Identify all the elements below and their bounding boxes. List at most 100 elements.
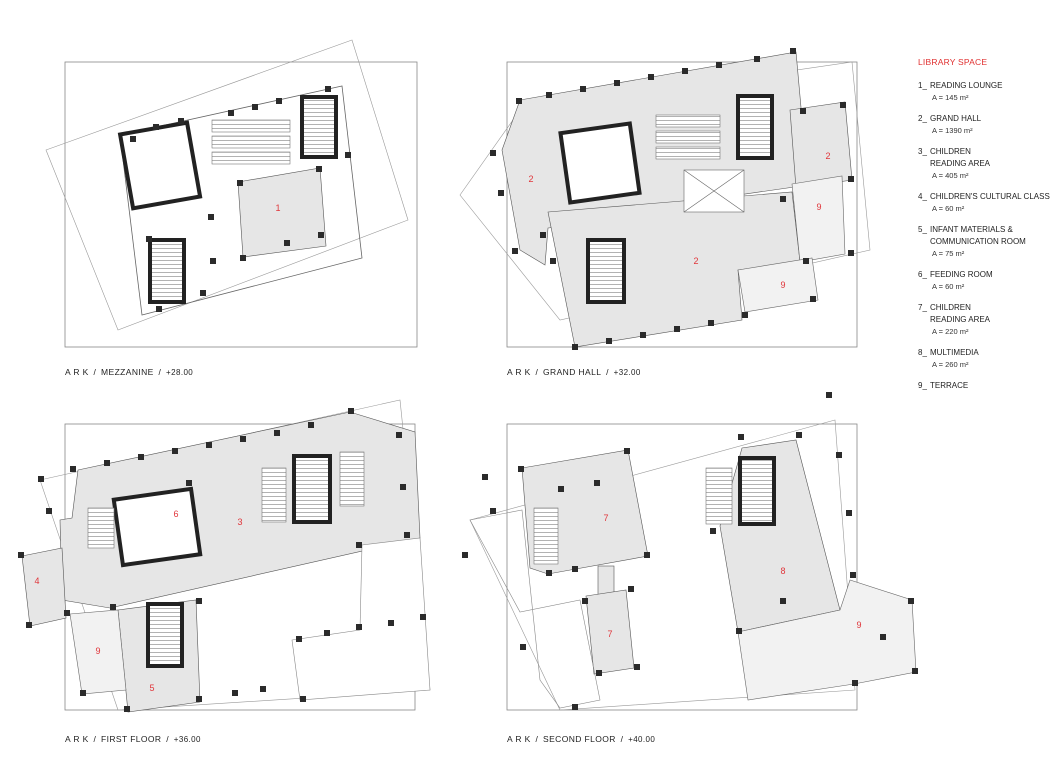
stair-core [300,95,338,159]
caption-prefix: A R K [507,367,531,377]
caption-name: SECOND FLOOR [543,734,616,744]
escalators [211,119,291,165]
atrium-void [683,169,745,213]
legend-item-name: CHILDREN READING AREA [930,147,991,168]
stair-core [148,238,186,304]
bridge [597,565,615,597]
columns [18,408,426,712]
legend-item: 5_INFANT MATERIALS & COMMUNICATION ROOM … [918,224,1057,260]
plan-caption-grand-hall: A R K / GRAND HALL / +32.00 [507,367,641,377]
escalators [655,114,721,160]
caption-level: +36.00 [173,735,201,744]
room-label: 7 [603,513,608,523]
room-cultural-class [21,547,67,627]
legend-item-name: CHILDREN READING AREA [930,303,991,324]
legend-item-name: GRAND HALL [930,114,982,123]
caption-level: +28.00 [166,368,194,377]
legend-item: 8_MULTIMEDIA A = 260 m² [918,347,1057,371]
legend-item: 6_FEEDING ROOM A = 60 m² [918,269,1057,293]
caption-name: MEZZANINE [101,367,154,377]
room-label: 2 [693,256,698,266]
room-label: 9 [780,280,785,290]
legend-item-name: MULTIMEDIA [930,348,979,357]
legend-item: 4_CHILDREN'S CULTURAL CLASS A = 60 m² [918,191,1057,215]
legend-item: 1_READING LOUNGE A = 145 m² [918,80,1057,104]
caption-name: GRAND HALL [543,367,602,377]
plan-caption-mezzanine: A R K / MEZZANINE / +28.00 [65,367,194,377]
stairs [87,451,365,549]
caption-prefix: A R K [65,734,89,744]
outline-upper [469,419,856,711]
stair-core [738,456,776,526]
outline-upper [459,61,871,321]
legend: LIBRARY SPACE 1_READING LOUNGE A = 145 m… [918,57,1057,401]
plan-second-floor: 7 7 8 9 [462,392,918,711]
plan-mezzanine: 1 [45,39,418,348]
open-grid [469,509,601,709]
core-block [558,121,642,205]
room-terrace [737,257,819,313]
legend-item-number: 4_ [918,192,927,201]
stairs [533,467,733,565]
legend-item-number: 5_ [918,225,927,234]
room-label: 6 [173,509,178,519]
room-terrace [737,579,917,701]
legend-item-number: 3_ [918,147,927,156]
legend-item-number: 1_ [918,81,927,90]
room-grand-hall [789,101,853,189]
room-label: 4 [34,576,39,586]
room-label: 8 [780,566,785,576]
stair-core [292,454,332,524]
caption-prefix: A R K [507,734,531,744]
site-frame [506,61,858,348]
caption-name: FIRST FLOOR [101,734,162,744]
legend-item-number: 2_ [918,114,927,123]
columns [130,86,351,312]
room-terrace [791,175,846,263]
plan-caption-first-floor: A R K / FIRST FLOOR / +36.00 [65,734,201,744]
outline-upper [45,39,409,331]
room-terrace [69,609,127,695]
legend-item-area: A = 405 m² [932,171,969,180]
legend-item-number: 7_ [918,303,927,312]
caption-level: +40.00 [628,735,656,744]
legend-item-area: A = 60 m² [932,282,965,291]
legend-item-area: A = 220 m² [932,327,969,336]
legend-item-name: READING LOUNGE [930,81,1003,90]
legend-item-name: FEEDING ROOM [930,270,993,279]
plan-caption-second-floor: A R K / SECOND FLOOR / +40.00 [507,734,656,744]
site-frame [506,423,858,711]
room-label: 3 [237,517,242,527]
columns [462,392,918,710]
legend-item: 7_CHILDREN READING AREA A = 220 m² [918,302,1057,338]
legend-item-number: 9_ [918,381,927,390]
room-label: 9 [95,646,100,656]
room-label: 2 [825,151,830,161]
legend-item-area: A = 260 m² [932,360,969,369]
legend-item: 2_GRAND HALL A = 1390 m² [918,113,1057,137]
legend-item-area: A = 145 m² [932,93,969,102]
legend-item-name: INFANT MATERIALS & COMMUNICATION ROOM [930,225,1026,246]
stair-core [736,94,774,160]
legend-item: 3_CHILDREN READING AREA A = 405 m² [918,146,1057,182]
plan-first-floor: 3 4 5 6 9 [18,399,431,713]
outline-slab [119,85,363,316]
room-label: 9 [856,620,861,630]
legend-item-number: 6_ [918,270,927,279]
legend-item-area: A = 75 m² [932,249,965,258]
legend-item-area: A = 60 m² [932,204,965,213]
core-block [117,120,203,211]
columns [490,48,854,350]
legend-item-name: CHILDREN'S CULTURAL CLASS [930,192,1050,201]
room-label: 9 [816,202,821,212]
room-label: 2 [528,174,533,184]
core-block [111,486,203,568]
legend-item-number: 8_ [918,348,927,357]
room-reading-lounge [237,167,327,258]
legend-item-name: TERRACE [930,381,969,390]
caption-level: +32.00 [613,368,641,377]
room-label: 5 [149,683,154,693]
caption-prefix: A R K [65,367,89,377]
legend-title: LIBRARY SPACE [918,57,988,67]
